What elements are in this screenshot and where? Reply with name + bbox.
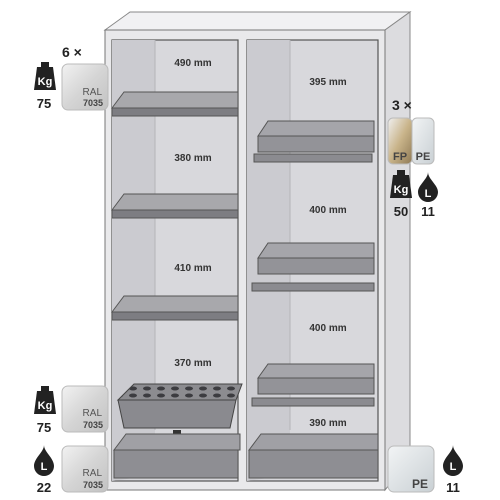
kg-weight-icon: Kg [390, 170, 412, 198]
right-height-label: 400 mm [309, 323, 346, 334]
svg-text:RAL: RAL [83, 468, 103, 479]
left-height-label: 370 mm [174, 358, 211, 369]
tray-load-value: 50 [394, 204, 408, 219]
svg-text:Kg: Kg [38, 76, 53, 88]
ral-color-swatch: RAL 7035 [61, 385, 109, 433]
pe-material-swatch: PE [411, 117, 435, 165]
left-bottom-sump [113, 433, 241, 479]
tray-count-label: 3 × [392, 97, 412, 113]
left-height-label: 490 mm [174, 58, 211, 69]
svg-text:Kg: Kg [394, 184, 409, 196]
shelf-count-label: 6 × [62, 44, 82, 60]
svg-text:PE: PE [416, 151, 431, 163]
kg-weight-icon: Kg [34, 62, 56, 90]
left-shelf [111, 295, 239, 321]
svg-text:L: L [41, 461, 48, 473]
right-height-label: 400 mm [309, 205, 346, 216]
kg-weight-icon: Kg [34, 386, 56, 414]
ral-color-swatch: RAL 7035 [61, 63, 109, 111]
svg-text:7035: 7035 [83, 98, 103, 108]
svg-text:7035: 7035 [83, 420, 103, 430]
right-height-label: 395 mm [309, 77, 346, 88]
fp-material-swatch: FP [387, 117, 413, 165]
tray-volume-value: 11 [421, 204, 435, 219]
right-tray [253, 120, 375, 163]
liter-volume-icon: L [443, 445, 463, 476]
left-height-label: 410 mm [174, 263, 211, 274]
left-shelf [111, 193, 239, 219]
svg-text:7035: 7035 [83, 480, 103, 490]
right-height-label: 390 mm [309, 418, 346, 429]
left-shelf [111, 91, 239, 117]
sump-volume-value: 22 [37, 480, 51, 495]
svg-text:RAL: RAL [83, 408, 103, 419]
liter-volume-icon: L [34, 445, 54, 476]
svg-text:PE: PE [412, 477, 428, 491]
pe-material-swatch: PE [387, 445, 435, 493]
svg-text:Kg: Kg [38, 400, 53, 412]
svg-text:L: L [425, 188, 432, 200]
svg-text:L: L [450, 461, 457, 473]
right-tray [251, 363, 375, 407]
svg-text:RAL: RAL [83, 87, 103, 98]
right-bottom-sump [248, 433, 379, 479]
ral-color-swatch: RAL 7035 [61, 445, 109, 493]
svg-text:FP: FP [393, 151, 407, 163]
right-sump-volume-value: 11 [446, 480, 460, 495]
left-height-label: 380 mm [174, 153, 211, 164]
liter-volume-icon: L [418, 172, 438, 202]
right-tray [251, 242, 375, 292]
insert-load-value: 75 [37, 420, 51, 435]
perforated-insert [116, 383, 243, 429]
shelf-load-value: 75 [37, 96, 51, 111]
